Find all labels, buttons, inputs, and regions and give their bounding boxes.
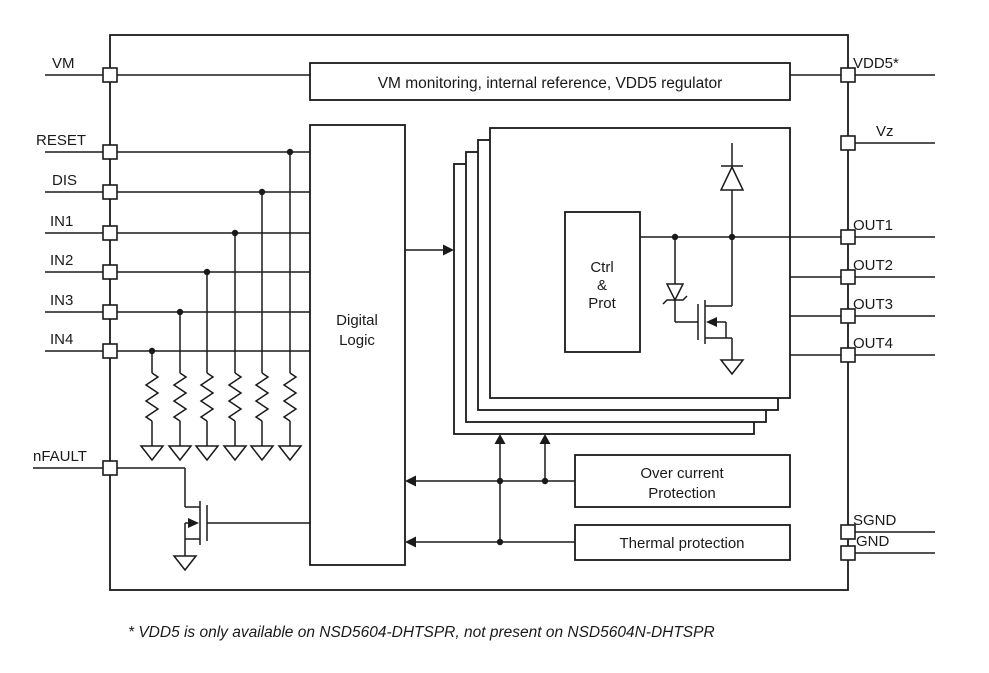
pin-in1: IN1 xyxy=(45,213,118,241)
pin-gnd: GND xyxy=(840,533,935,561)
pin-nfault-label: nFAULT xyxy=(33,448,87,465)
vm-monitor-block: VM monitoring, internal reference, VDD5 … xyxy=(309,62,791,101)
protection-wiring xyxy=(405,434,575,548)
pin-vz-label: Vz xyxy=(876,123,894,140)
pin-nfault: nFAULT xyxy=(33,448,118,476)
thermal-block: Thermal protection xyxy=(574,524,791,561)
pin-dis: DIS xyxy=(45,172,118,200)
arrow-up-icon xyxy=(539,434,551,444)
pin-out3: OUT3 xyxy=(840,296,935,324)
junction-dot xyxy=(496,477,504,485)
pin-in4: IN4 xyxy=(45,331,118,359)
thermal-label: Thermal protection xyxy=(619,535,744,552)
output-stage-circuit xyxy=(640,143,841,375)
pin-sgnd-label: SGND xyxy=(853,512,897,529)
pin-in2: IN2 xyxy=(45,252,118,280)
ctrl-prot-block: Ctrl & Prot xyxy=(564,211,641,353)
power-mosfet-icon xyxy=(697,237,733,360)
ctrl-prot-label-2: & xyxy=(597,277,607,294)
pin-in4-label: IN4 xyxy=(50,331,73,348)
logic-to-stack-arrow xyxy=(405,244,454,256)
pin-out1-label: OUT1 xyxy=(853,217,893,234)
pin-reset-label: RESET xyxy=(36,132,86,149)
digital-logic-label-1: Digital xyxy=(336,312,378,329)
pin-vm: VM xyxy=(45,55,118,83)
arrow-right-icon xyxy=(443,244,454,256)
pin-gnd-label: GND xyxy=(856,533,890,550)
pin-in2-label: IN2 xyxy=(50,252,73,269)
pin-in3: IN3 xyxy=(45,292,118,320)
pin-in3-label: IN3 xyxy=(50,292,73,309)
arrow-left-icon xyxy=(405,536,416,548)
pin-vm-label: VM xyxy=(52,55,75,72)
pin-out4: OUT4 xyxy=(840,335,935,363)
right-pins: VDD5* Vz OUT1 OUT2 OUT3 OUT4 xyxy=(840,55,935,561)
nfault-circuit xyxy=(117,467,310,571)
pin-out4-label: OUT4 xyxy=(853,335,893,352)
ctrl-prot-label-3: Prot xyxy=(588,295,616,312)
pin-reset: RESET xyxy=(36,132,118,160)
pin-out2-label: OUT2 xyxy=(853,257,893,274)
out-wires xyxy=(790,276,841,356)
junction-dot xyxy=(496,538,504,546)
input-wiring xyxy=(117,74,841,461)
pin-out2: OUT2 xyxy=(840,257,935,285)
vz-diode-icon xyxy=(719,143,745,237)
pin-out1: OUT1 xyxy=(840,217,935,245)
digital-logic-block: Digital Logic xyxy=(309,124,406,566)
ctrl-prot-label-1: Ctrl xyxy=(590,259,613,276)
nfault-mosfet-icon xyxy=(184,468,310,556)
over-current-label-2: Protection xyxy=(648,485,716,502)
arrow-left-icon xyxy=(405,475,416,487)
arrow-up-icon xyxy=(494,434,506,444)
pin-vdd5-label: VDD5* xyxy=(853,55,899,72)
junction-dot xyxy=(541,477,549,485)
vm-monitor-label: VM monitoring, internal reference, VDD5 … xyxy=(378,75,723,92)
pin-sgnd: SGND xyxy=(840,512,935,540)
over-current-block: Over current Protection xyxy=(574,454,791,508)
gate-zener-icon xyxy=(662,237,698,323)
pin-in1-label: IN1 xyxy=(50,213,73,230)
pin-vdd5: VDD5* xyxy=(840,55,935,83)
pin-vz: Vz xyxy=(840,123,935,151)
pin-out3-label: OUT3 xyxy=(853,296,893,313)
left-pins: VM RESET DIS IN1 IN2 IN3 xyxy=(33,55,118,476)
footnote: * VDD5 is only available on NSD5604-DHTS… xyxy=(128,624,715,641)
pin-dis-label: DIS xyxy=(52,172,77,189)
digital-logic-label-2: Logic xyxy=(339,332,375,349)
over-current-label-1: Over current xyxy=(640,465,724,482)
